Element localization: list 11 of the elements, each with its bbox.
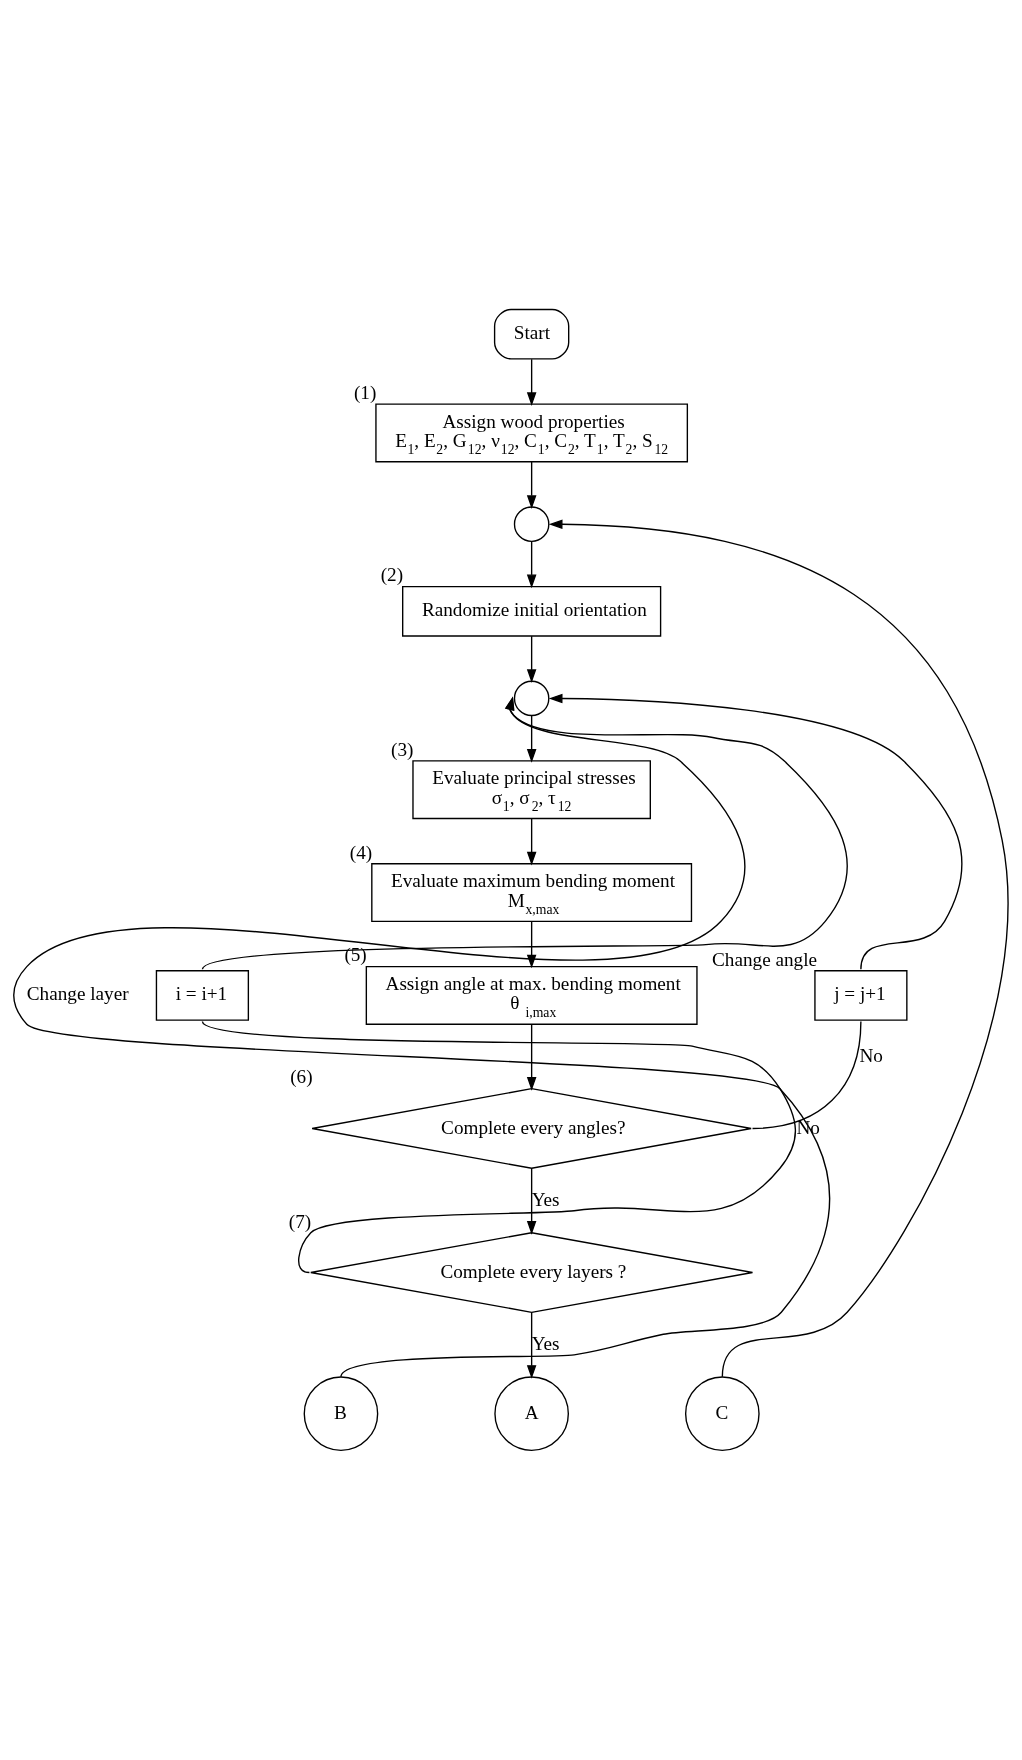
node-label: (1) [353,381,377,403]
node-label: (2) [380,564,404,586]
node-label: Change angle [712,948,818,970]
node-label: (3) [391,738,414,760]
node-label: (4) [349,841,373,863]
node-label: (6) [290,1066,313,1088]
edge-label: No [859,1044,883,1066]
node-label: (7) [288,1210,312,1232]
edge-label: Change layer [26,983,129,1005]
edge-label: Yes [531,1188,560,1210]
edge-label: Yes [531,1332,560,1354]
